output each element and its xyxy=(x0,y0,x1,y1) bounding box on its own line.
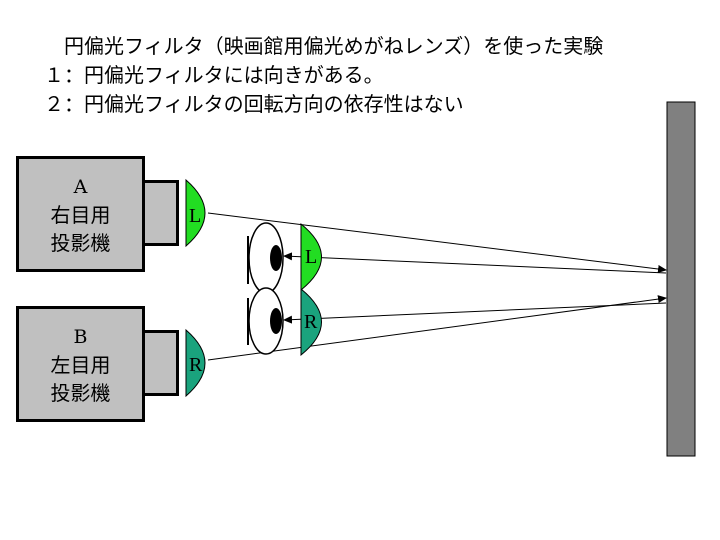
projector-b-letter: B xyxy=(73,326,88,348)
projector-a-label: A 右目用 投影機 xyxy=(16,173,145,257)
filter-projector-b-label: R xyxy=(189,354,203,376)
projector-b-purpose: 左目用 xyxy=(50,353,111,377)
projector-a-letter: A xyxy=(73,176,88,198)
filter-projector-b xyxy=(185,328,206,398)
upper-eye-pupil xyxy=(270,245,282,271)
projection-screen xyxy=(666,101,696,457)
title-line-main: 円偏光フィルタ（映画館用偏光めがねレンズ）を使った実験 xyxy=(64,34,604,58)
filter-upper-eye-label: L xyxy=(305,246,317,268)
projector-b-type: 投影機 xyxy=(50,381,111,405)
projector-a-type: 投影機 xyxy=(50,231,111,255)
title-line-point-2: ２：円偏光フィルタの回転方向の依存性はない xyxy=(44,92,464,116)
lower-eye-ball xyxy=(248,287,284,355)
filter-projector-a xyxy=(185,178,206,248)
ray-screen-to-upper-eye xyxy=(283,252,667,274)
filter-lower-eye xyxy=(300,287,322,357)
projector-b-label: B 左目用 投影機 xyxy=(16,323,145,407)
filter-lower-eye-label: R xyxy=(304,311,318,333)
filter-projector-a-label: L xyxy=(189,205,201,227)
title-line-point-1: １：円偏光フィルタには向きがある。 xyxy=(44,63,384,87)
ray-projector-b-to-screen xyxy=(207,295,667,361)
projector-b-lens-housing xyxy=(142,330,179,396)
projector-a-purpose: 右目用 xyxy=(50,203,111,227)
lower-eye-pupil xyxy=(270,308,282,334)
ray-screen-to-lower-eye xyxy=(283,302,667,324)
projector-a-lens-housing xyxy=(142,180,179,246)
ray-projector-a-to-screen xyxy=(207,212,667,273)
filter-upper-eye xyxy=(300,222,322,292)
